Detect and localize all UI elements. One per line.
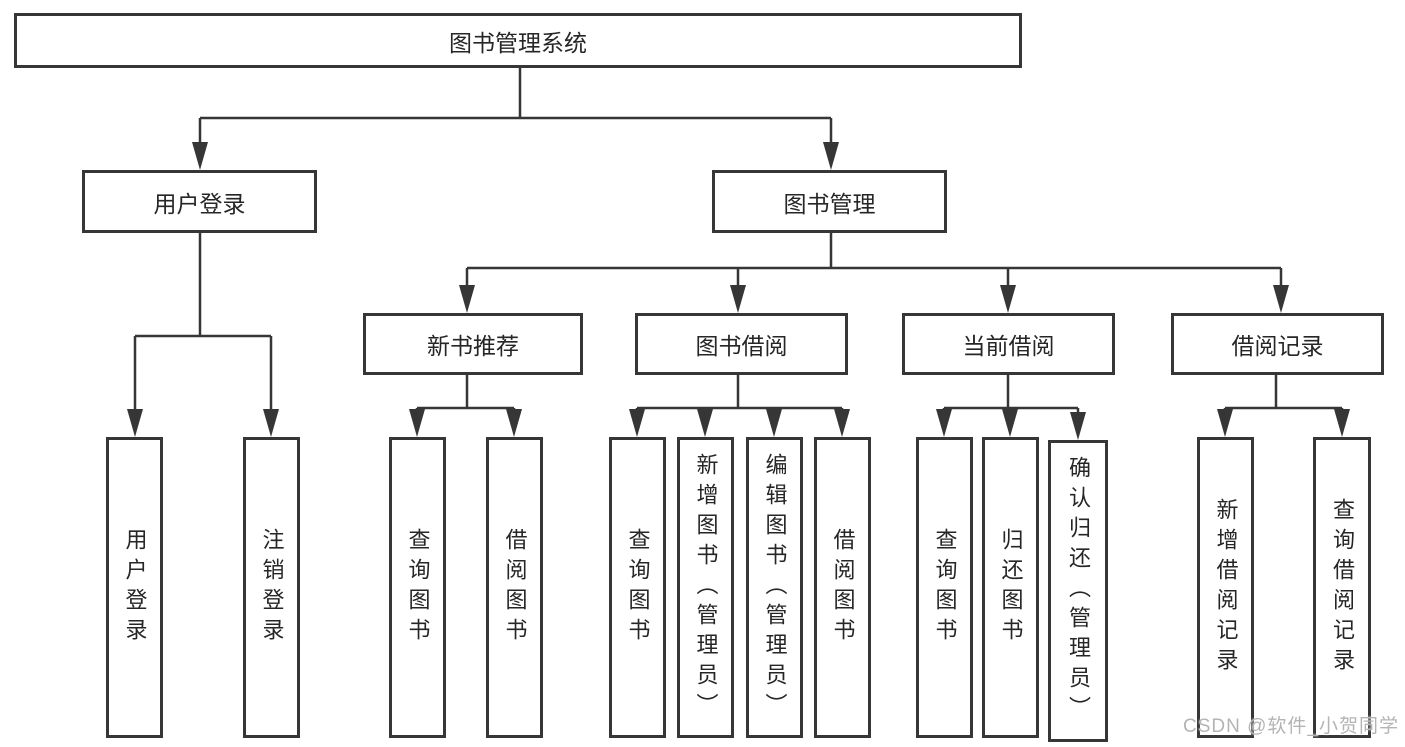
leaf-label: 确认归还（管理员）: [1066, 456, 1091, 726]
connector-book-management-branch: [465, 233, 1283, 290]
arrow-down-icon: [823, 142, 839, 170]
leaf-query-borrow-record: 查询借阅记录: [1313, 437, 1371, 738]
arrow-down-icon: [1000, 285, 1016, 313]
node-user-login: 用户登录: [82, 170, 317, 233]
arrow-down-icon: [1070, 412, 1086, 440]
leaf-label: 注销登录: [259, 527, 285, 648]
arrow-down-icon: [629, 409, 645, 437]
node-root-library-management-system: 图书管理系统: [14, 13, 1022, 68]
arrow-down-icon: [730, 285, 746, 313]
leaf-label: 查询图书: [625, 527, 651, 648]
leaf-label: 借阅图书: [502, 527, 528, 648]
connector-user-login-branch: [133, 233, 273, 413]
leaf-label: 用户登录: [122, 527, 148, 648]
arrow-down-icon: [506, 409, 522, 437]
connector-current-borrow-branch: [942, 375, 1080, 414]
leaf-borrow-books-recommend: 借阅图书: [486, 437, 543, 738]
arrow-down-icon: [192, 142, 208, 170]
leaf-query-books-borrow: 查询图书: [609, 437, 666, 738]
node-new-book-recommend: 新书推荐: [363, 313, 583, 375]
connector-line: [942, 375, 1080, 414]
arrow-down-icon: [459, 285, 475, 313]
connector-line: [1223, 375, 1344, 414]
leaf-label: 查询借阅记录: [1330, 497, 1355, 678]
leaf-label: 新增借阅记录: [1213, 497, 1239, 678]
connector-root-to-level2: [198, 68, 833, 146]
leaf-label: 归还图书: [998, 527, 1024, 648]
arrow-down-icon: [1217, 409, 1233, 437]
leaf-user-login: 用户登录: [106, 437, 163, 738]
node-book-borrow: 图书借阅: [635, 313, 848, 375]
connector-new-book-branch: [415, 375, 516, 414]
leaf-label: 查询图书: [405, 527, 431, 648]
connector-line: [415, 375, 516, 414]
leaf-label: 新增图书（管理员）: [693, 452, 719, 723]
arrow-down-icon: [127, 409, 143, 437]
connector-borrow-record-branch: [1223, 375, 1344, 414]
connector-line: [198, 68, 833, 146]
leaf-query-books-current: 查询图书: [916, 437, 973, 738]
leaf-return-books: 归还图书: [982, 437, 1039, 738]
leaf-label: 编辑图书（管理员）: [762, 452, 788, 723]
arrow-down-icon: [936, 409, 952, 437]
arrow-down-icon: [834, 409, 850, 437]
leaf-add-borrow-record: 新增借阅记录: [1197, 437, 1254, 738]
leaf-confirm-return-admin: 确认归还（管理员）: [1048, 440, 1108, 742]
connector-line: [133, 233, 273, 413]
arrow-down-icon: [766, 409, 782, 437]
node-book-management: 图书管理: [712, 170, 947, 233]
connector-line: [465, 233, 1283, 290]
leaf-borrow-books: 借阅图书: [814, 437, 871, 738]
arrow-down-icon: [263, 409, 279, 437]
connector-line: [635, 375, 844, 414]
leaf-query-books-recommend: 查询图书: [389, 437, 446, 738]
leaf-add-books-admin: 新增图书（管理员）: [677, 437, 734, 738]
node-borrow-record: 借阅记录: [1171, 313, 1384, 375]
csdn-watermark: CSDN @软件_小贺同学: [1183, 716, 1399, 737]
arrow-down-icon: [1002, 409, 1018, 437]
connector-book-borrow-branch: [635, 375, 844, 414]
leaf-edit-books-admin: 编辑图书（管理员）: [746, 437, 803, 738]
arrow-down-icon: [409, 409, 425, 437]
leaf-label: 借阅图书: [830, 527, 856, 648]
arrow-down-icon: [1334, 409, 1350, 437]
arrow-down-icon: [1273, 285, 1289, 313]
leaf-label: 查询图书: [932, 527, 958, 648]
leaf-logout: 注销登录: [243, 437, 300, 738]
arrowheads: [127, 142, 1350, 440]
arrow-down-icon: [697, 409, 713, 437]
node-current-borrow: 当前借阅: [902, 313, 1115, 375]
